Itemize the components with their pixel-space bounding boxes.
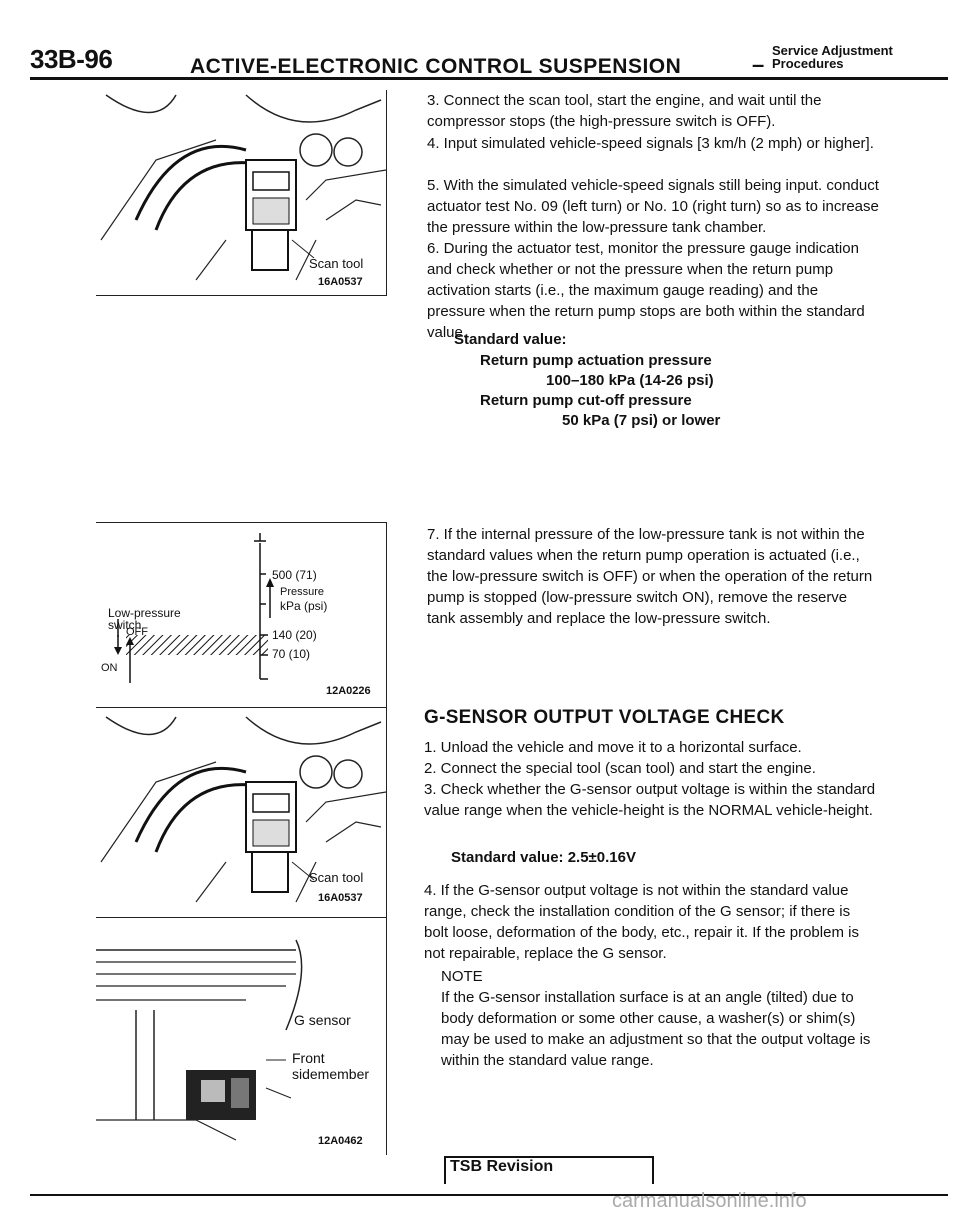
figure3-bottom-rule [96,917,386,918]
switch-label: Low-pressure switch [108,606,181,632]
figure-scan-tool-1: Scan tool 16A0537 [96,90,387,290]
std-actuation-title: Return pump actuation pressure [480,352,712,369]
bottom-rule [30,1194,948,1196]
pressure-label: Pressure [280,586,325,598]
figure-code: 16A0537 [318,892,363,904]
figure4-side-rule [386,917,387,1155]
figure-code: 16A0537 [318,276,363,288]
section-subtitle: Service Adjustment Procedures [772,44,893,70]
front-sidemember-label: Front sidemember [292,1050,370,1082]
figure3-side-rule [386,707,387,917]
step-7: 7. If the internal pressure of the low-p… [427,526,873,627]
standard-value-label: Standard value: [454,331,567,348]
step-5: 5. With the simulated vehicle-speed sign… [427,177,879,236]
figure-pressure-diagram: 500 (71) Pressure kPa (psi) Low-pressure… [96,523,386,707]
figure-scan-tool-2: Scan tool 16A0537 [96,712,387,912]
header-rule [30,77,948,80]
figure-code: 12A0226 [326,685,371,697]
figure1-bottom-rule [96,295,386,296]
step-4: 4. Input simulated vehicle-speed signals… [427,135,874,152]
page-title: ACTIVE-ELECTRONIC CONTROL SUSPENSION [190,55,682,78]
g-step-2: 2. Connect the special tool (scan tool) … [424,760,816,777]
note-label: NOTE [441,968,483,985]
figure2-bottom-rule [96,707,386,708]
g-step-4: 4. If the G-sensor output voltage is not… [424,882,859,962]
g-step-3: 3. Check whether the G-sensor output vol… [424,781,876,819]
figure-code: 12A0462 [318,1135,363,1147]
std-actuation-value: 100–180 kPa (14-26 psi) [546,372,714,389]
step-6: 6. During the actuator test, monitor the… [427,240,865,341]
subtitle-line1: Service Adjustment [772,43,893,58]
figure1-side-rule [386,90,387,296]
pressure-low-value: 70 (10) [272,647,311,661]
figure-g-sensor: G sensor Front sidemember 12A0462 [96,920,386,1150]
scan-tool-illustration [100,94,387,281]
pressure-mid-value: 140 (20) [272,628,317,642]
g-standard-value: Standard value: 2.5±0.16V [451,849,636,866]
g-step-1: 1. Unload the vehicle and move it to a h… [424,739,802,756]
g-sensor-heading: G-SENSOR OUTPUT VOLTAGE CHECK [424,707,785,728]
g-sensor-illustration [96,920,386,1150]
scan-tool-label: Scan tool [309,870,364,885]
subtitle-line2: Procedures [772,56,844,71]
figure2-top-rule [96,522,386,523]
step-3: 3. Connect the scan tool, start the engi… [427,92,822,130]
watermark: carmanualsonline.info [612,1190,807,1212]
off-label: OFF [126,626,148,638]
g-sensor-label: G sensor [294,1012,351,1028]
on-label: ON [101,662,118,674]
std-cutoff-value: 50 kPa (7 psi) or lower [562,412,721,429]
std-cutoff-title: Return pump cut-off pressure [480,392,692,409]
scan-tool-label: Scan tool [309,256,364,271]
pressure-diagram [114,533,274,683]
figure2-side-rule [386,522,387,707]
pressure-top-value: 500 (71) [272,568,317,582]
page-number: 33B-96 [30,44,113,74]
tsb-revision-label: TSB Revision [450,1158,554,1175]
note-text: If the G-sensor installation surface is … [441,989,871,1069]
tsb-revision-box [444,1156,654,1184]
pressure-unit: kPa (psi) [280,599,328,613]
scan-tool-illustration [100,716,387,903]
title-dash: – [752,52,765,77]
